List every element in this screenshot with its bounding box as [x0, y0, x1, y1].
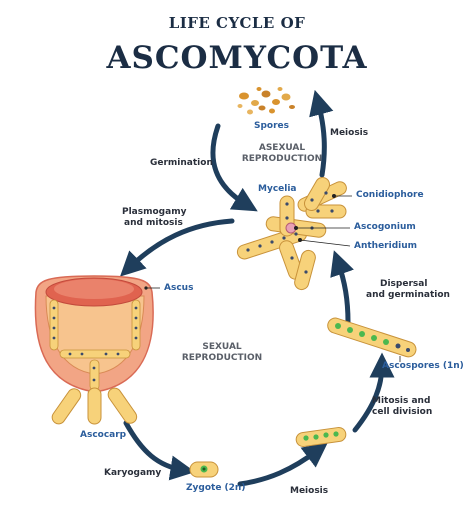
meiosis-cell [295, 426, 347, 448]
label-zygote: Zygote (2n) [186, 483, 246, 493]
arrow-plasmogamy [120, 218, 235, 277]
label-dispersal-1: Dispersal [380, 279, 428, 289]
title-line1: LIFE CYCLE OF [168, 14, 306, 32]
label-conidiophore: Conidiophore [356, 190, 424, 200]
label-meiosis-bottom: Meiosis [290, 486, 329, 496]
arrow-meiosis-bottom [237, 442, 328, 487]
label-sexual-1: SEXUAL [202, 342, 242, 352]
arrow-karyogamy [123, 420, 196, 481]
arrow-dispersal [330, 250, 354, 325]
label-antheridium: Antheridium [354, 241, 418, 251]
label-mitosis-1: Mitosis and [372, 396, 431, 406]
label-asexual-2: REPRODUCTION [241, 154, 323, 164]
label-plasmogamy-1: Plasmogamy [122, 207, 187, 217]
label-sexual-2: REPRODUCTION [181, 353, 263, 363]
mycelium-pointers [293, 193, 352, 247]
mycelium [236, 176, 347, 291]
mycelium-nuclei [246, 191, 334, 274]
label-mycelia: Mycelia [258, 184, 297, 194]
cycle-arrows [120, 89, 395, 487]
label-asexual-1: ASEXUAL [258, 143, 306, 153]
label-ascogonium: Ascogonium [354, 222, 416, 232]
label-germination: Germination [150, 158, 213, 168]
arrow-meiosis-top [309, 89, 334, 178]
arrow-mitosis [352, 352, 395, 433]
label-ascus: Ascus [164, 283, 194, 293]
arrow-germination [210, 123, 258, 212]
ascospores-cell [327, 317, 417, 362]
spores-cluster [237, 87, 295, 115]
zygote-cell [189, 461, 219, 478]
label-meiosis-top: Meiosis [330, 128, 369, 138]
label-plasmogamy-2: and mitosis [124, 218, 183, 228]
label-mitosis-2: cell division [372, 407, 433, 417]
title-line2: ASCOMYCOTA [106, 40, 368, 76]
ascocarp [34, 275, 160, 425]
label-karyogamy: Karyogamy [104, 468, 162, 478]
label-spores: Spores [254, 121, 290, 131]
label-dispersal-2: and germination [366, 290, 450, 300]
label-ascocarp: Ascocarp [80, 430, 127, 440]
label-ascospores: Ascospores (1n) [382, 361, 464, 371]
